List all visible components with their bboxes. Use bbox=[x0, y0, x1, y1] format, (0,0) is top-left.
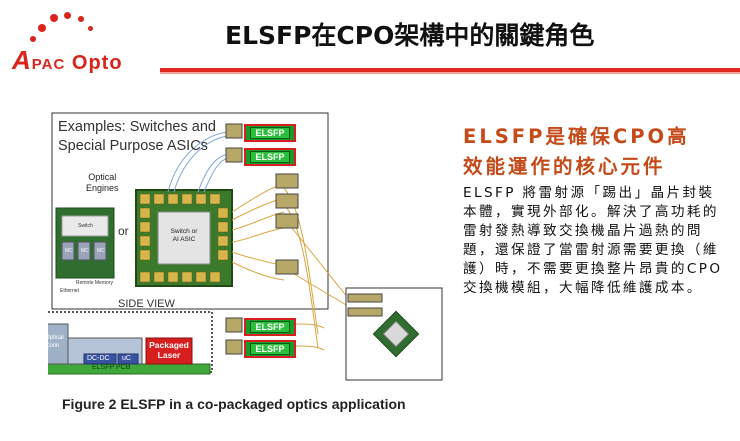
elsfp-module-1: ELSFP bbox=[244, 124, 296, 142]
elsfp-label: ELSFP bbox=[250, 127, 290, 139]
packaged-laser-label: Packaged Laser bbox=[146, 340, 192, 360]
elsfp-module-3: ELSFP bbox=[244, 318, 296, 336]
asic-label: Switch or AI ASIC bbox=[160, 228, 208, 244]
examples-line-1: Examples: Switches and bbox=[58, 119, 216, 135]
examples-line-2: Special Purpose ASICs bbox=[58, 138, 208, 154]
elsfp-label: ELSFP bbox=[250, 151, 290, 163]
headline-line-1: ELSFP是確保CPO高 bbox=[463, 125, 690, 148]
or-label: or bbox=[118, 224, 129, 238]
mc-label-1: MC bbox=[65, 248, 73, 254]
optical-conn-line-1: Optical bbox=[45, 335, 64, 341]
logo-opto: Opto bbox=[71, 52, 123, 74]
title-underline bbox=[160, 68, 740, 72]
packaged-laser-block bbox=[145, 337, 193, 365]
uc-label: uC bbox=[122, 355, 131, 362]
ethernet-label: Ethernet bbox=[60, 288, 79, 294]
elsfp-label: ELSFP bbox=[250, 343, 290, 355]
logo-text: APAC Opto bbox=[12, 45, 123, 76]
cpo-diagram: Examples: Switches and Special Purpose A… bbox=[45, 112, 448, 384]
body-paragraph: ELSFP 將雷射源「踢出」晶片封裝本體，實現外部化。解決了高功耗的雷射發熱導致… bbox=[463, 185, 723, 296]
asic-die bbox=[157, 211, 211, 265]
elsfp-label: ELSFP bbox=[250, 321, 290, 333]
optical-conn-label: Optical Conn bbox=[45, 334, 64, 350]
optical-engines-line-2: Engines bbox=[86, 183, 119, 193]
elsfp-pcb-label: ELSFP PCB bbox=[92, 364, 131, 371]
asic-line-1: Switch or bbox=[170, 228, 198, 235]
optical-engines-line-1: Optical bbox=[88, 172, 117, 182]
slide-title: ELSFP在CPO架構中的關鍵角色 bbox=[225, 21, 595, 50]
asic-line-2: AI ASIC bbox=[172, 236, 196, 243]
headline: ELSFP是確保CPO高 效能運作的核心元件 bbox=[463, 122, 733, 182]
packaged-laser-line-1: Packaged bbox=[149, 340, 189, 350]
mc-label-2: MC bbox=[81, 248, 89, 254]
dcdc-label: DC-DC bbox=[87, 355, 110, 362]
dcdc-block bbox=[83, 353, 117, 365]
examples-label: Examples: Switches and Special Purpose A… bbox=[58, 118, 216, 156]
uc-block bbox=[117, 353, 139, 365]
side-view-label: SIDE VIEW bbox=[118, 298, 175, 310]
optical-engines-label: Optical Engines bbox=[86, 172, 119, 194]
headline-line-2: 效能運作的核心元件 bbox=[463, 155, 666, 178]
diagram-drawing bbox=[48, 112, 443, 381]
packaged-laser-line-2: Laser bbox=[157, 350, 181, 360]
company-logo: APAC Opto bbox=[8, 12, 168, 76]
logo-a: A bbox=[12, 45, 32, 75]
small-switch-die bbox=[61, 215, 109, 237]
title-underline-light bbox=[160, 72, 740, 74]
figure-caption: Figure 2 ELSFP in a co-packaged optics a… bbox=[62, 396, 406, 412]
logo-pac: PAC bbox=[31, 56, 66, 73]
mc-label-3: MC bbox=[97, 248, 105, 254]
small-switch-label: Switch bbox=[78, 223, 93, 229]
optical-conn-line-2: Conn bbox=[45, 343, 60, 349]
remote-memory-label: Remote Memory bbox=[76, 280, 113, 286]
elsfp-module-2: ELSFP bbox=[244, 148, 296, 166]
elsfp-module-4: ELSFP bbox=[244, 340, 296, 358]
